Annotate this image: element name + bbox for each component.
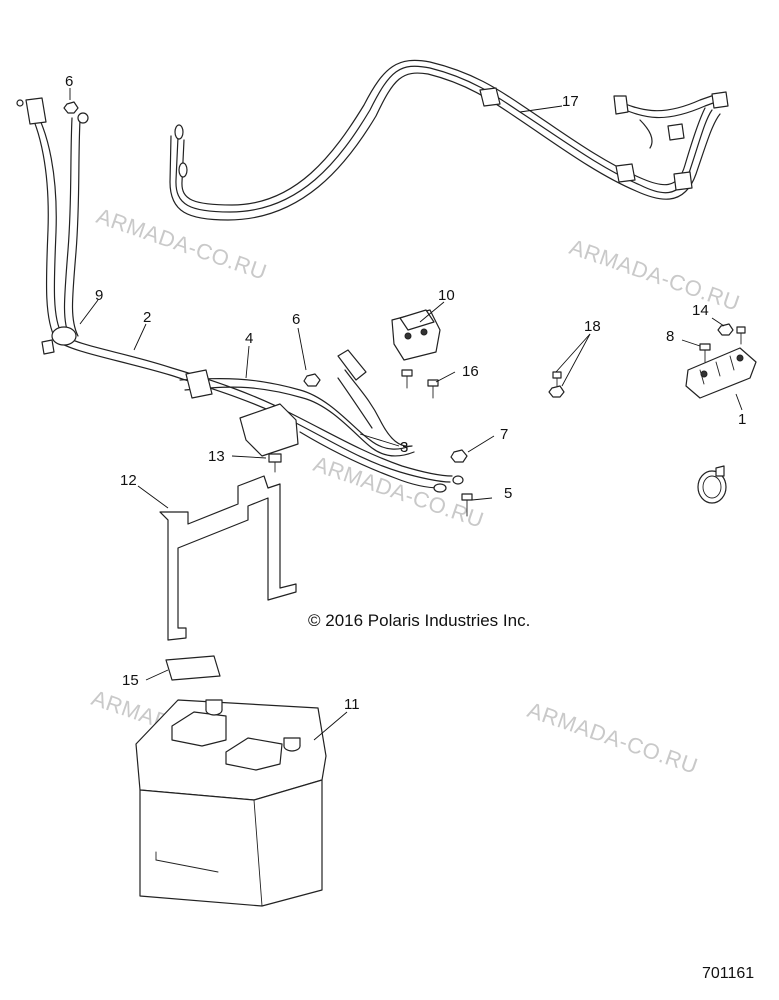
battery-11 bbox=[135, 699, 327, 907]
terminal-block-1 bbox=[685, 347, 757, 399]
nut-7 bbox=[450, 449, 468, 463]
solenoid-10 bbox=[391, 309, 441, 361]
fasteners-18 bbox=[548, 371, 565, 398]
callout-15: 15 bbox=[122, 672, 139, 689]
callout-14: 14 bbox=[692, 302, 709, 319]
callout-16: 16 bbox=[462, 363, 479, 380]
callout-9: 9 bbox=[95, 287, 103, 304]
watermarks: ARMADA-CO.RU ARMADA-CO.RU ARMADA-CO.RU A… bbox=[88, 203, 743, 779]
callout-13: 13 bbox=[208, 448, 225, 465]
nut-6-upper bbox=[63, 101, 79, 114]
watermark-1: ARMADA-CO.RU bbox=[93, 203, 270, 285]
callout-1: 1 bbox=[738, 411, 746, 428]
screw-8 bbox=[699, 343, 711, 363]
screw-16 bbox=[427, 379, 439, 399]
callouts: 6 9 2 4 6 10 16 3 7 5 13 12 15 11 17 18 … bbox=[65, 73, 746, 713]
battery-bracket-12 bbox=[159, 475, 297, 641]
callout-11: 11 bbox=[344, 696, 360, 713]
callout-18: 18 bbox=[584, 318, 601, 335]
drawing-number: 701161 bbox=[702, 965, 754, 982]
callout-7: 7 bbox=[500, 426, 508, 443]
callout-4: 4 bbox=[245, 330, 253, 347]
callout-2: 2 bbox=[143, 309, 151, 326]
bolt-5 bbox=[461, 493, 473, 517]
callout-8: 8 bbox=[666, 328, 674, 345]
callout-17: 17 bbox=[562, 93, 579, 110]
leader-lines bbox=[69, 88, 743, 741]
callout-10: 10 bbox=[438, 287, 455, 304]
watermark-3: ARMADA-CO.RU bbox=[310, 451, 487, 533]
cable-harness-17 bbox=[169, 59, 729, 221]
battery-cable-harness bbox=[16, 97, 464, 493]
callout-5: 5 bbox=[504, 485, 512, 502]
clamp bbox=[697, 465, 727, 504]
watermark-2: ARMADA-CO.RU bbox=[566, 234, 743, 316]
callout-6-upper: 6 bbox=[65, 73, 73, 90]
pad-15 bbox=[165, 655, 221, 681]
callout-6-lower: 6 bbox=[292, 311, 300, 328]
callout-12: 12 bbox=[120, 472, 137, 489]
copyright-notice: © 2016 Polaris Industries Inc. bbox=[308, 611, 530, 630]
watermark-5: ARMADA-CO.RU bbox=[524, 697, 701, 779]
bolt-13 bbox=[268, 453, 282, 473]
nut-6-lower bbox=[303, 373, 321, 387]
nut-14 bbox=[717, 323, 746, 345]
callout-3: 3 bbox=[400, 439, 408, 456]
screw-near-solenoid bbox=[401, 369, 413, 389]
